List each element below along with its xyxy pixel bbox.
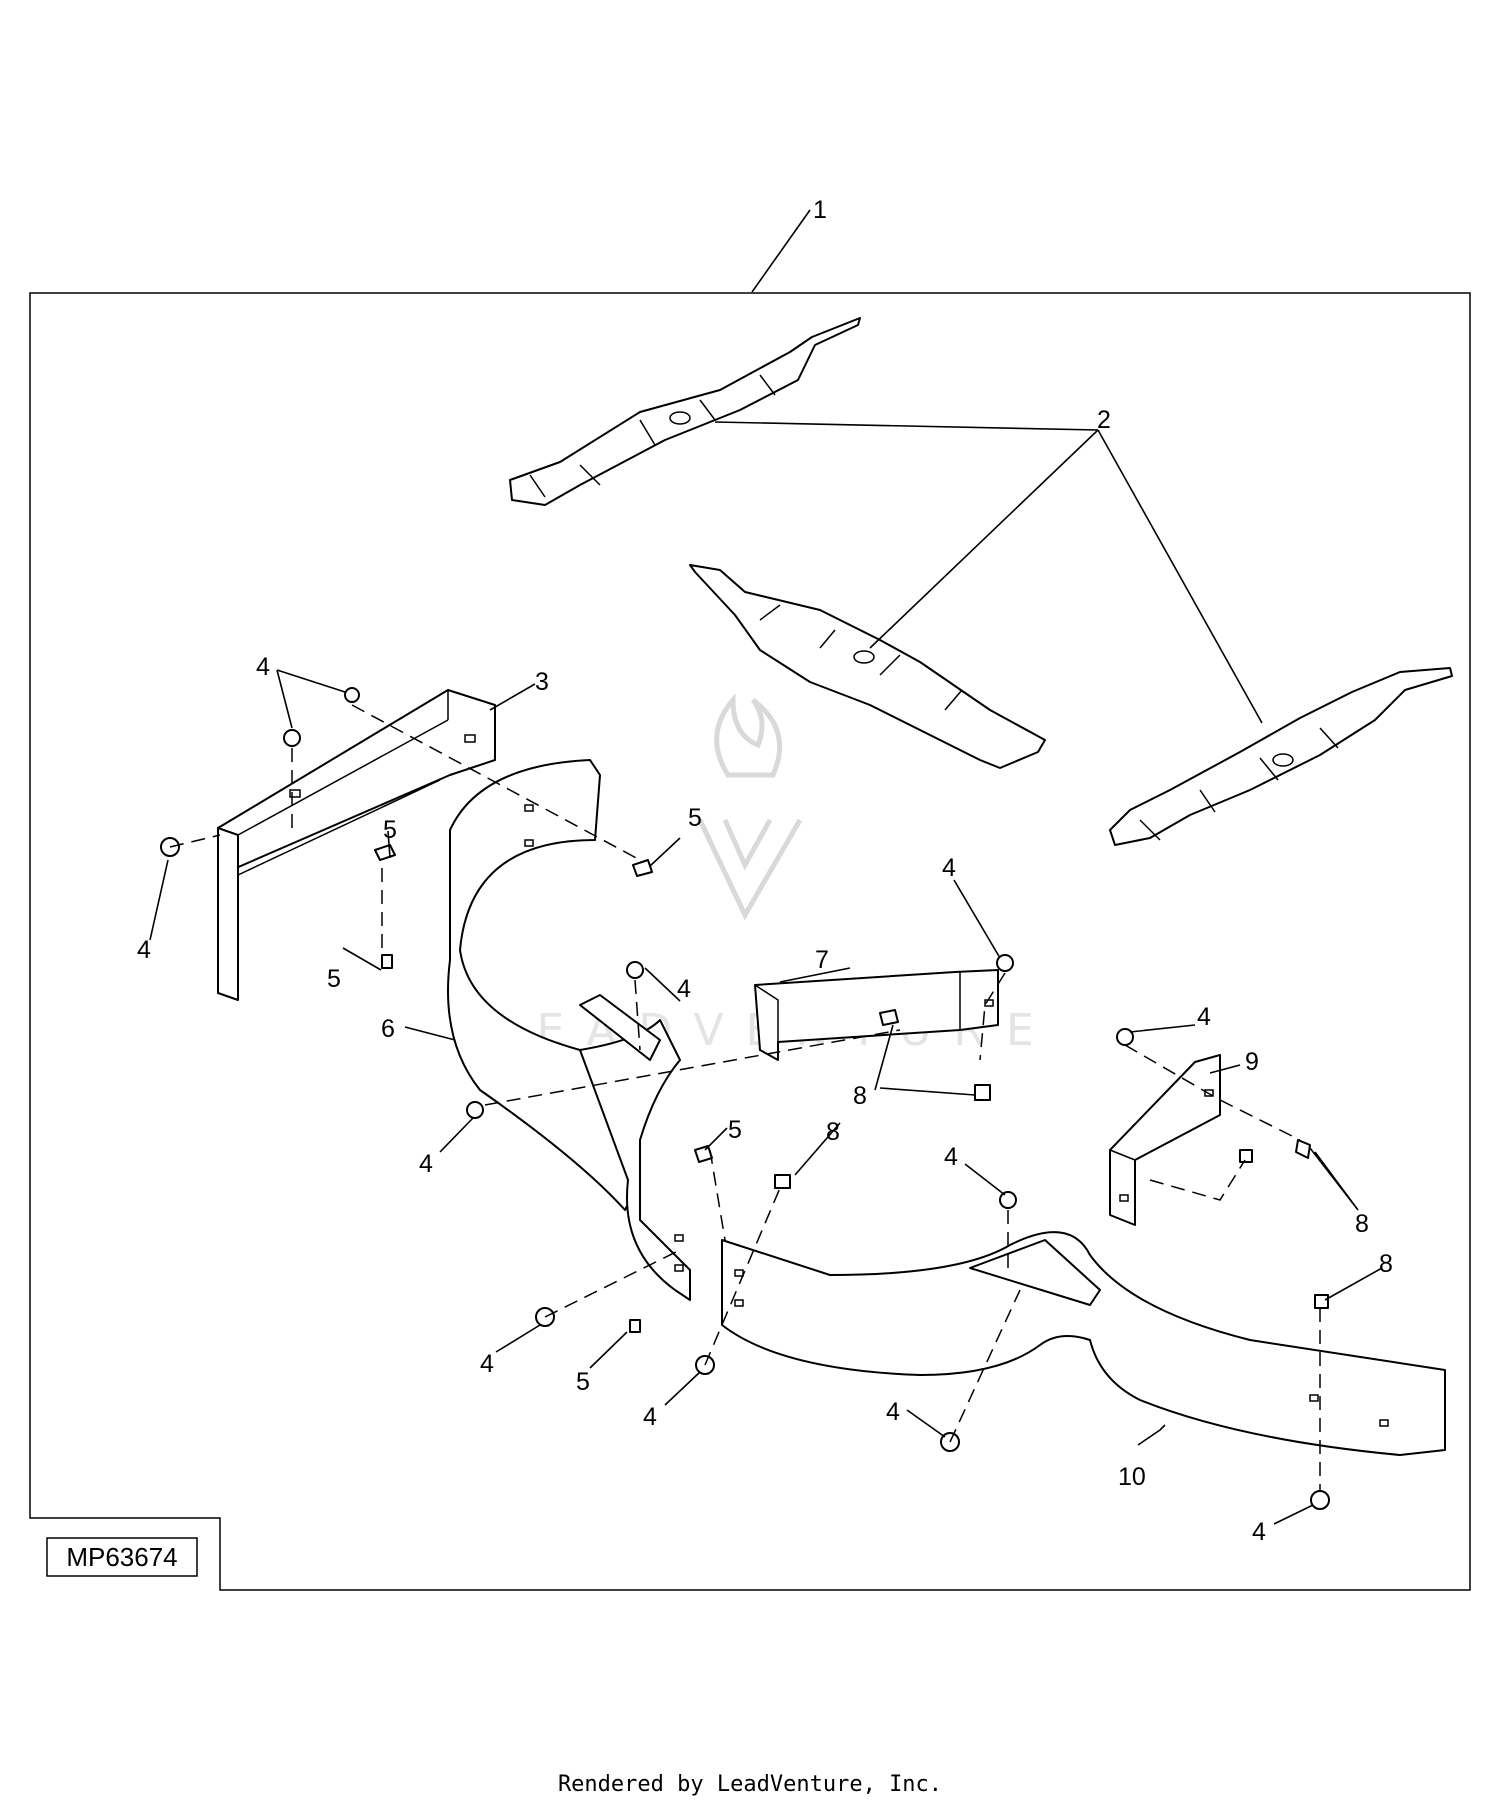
blade-middle [689,564,1046,769]
callout-5: 5 [327,965,341,993]
leader-lines [149,209,1383,1525]
callout-8: 8 [826,1118,840,1146]
callout-1: 1 [813,196,827,224]
baffle-bracket-3 [217,689,496,1001]
callout-2: 2 [1097,406,1111,434]
callout-labels: 1 2 3 4 4 5 5 5 4 4 7 6 8 4 9 4 5 8 4 8 … [137,196,1393,1546]
callout-4: 4 [137,936,151,964]
callout-5: 5 [576,1368,590,1396]
callout-4: 4 [256,653,270,681]
callout-4: 4 [944,1143,958,1171]
callout-10: 10 [1118,1463,1146,1491]
reference-box: MP63674 [46,1537,198,1577]
reference-number: MP63674 [66,1542,177,1572]
callout-4: 4 [480,1350,494,1378]
bolts [374,844,1329,1333]
callout-5: 5 [728,1116,742,1144]
callout-9: 9 [1245,1048,1259,1076]
bracket-9 [1109,1054,1221,1226]
assembly-lines [169,704,1321,1490]
callout-3: 3 [535,668,549,696]
diagram-frame [29,292,1471,1591]
callout-5: 5 [688,804,702,832]
callout-4: 4 [1197,1003,1211,1031]
callout-6: 6 [381,1015,395,1043]
callout-5: 5 [383,816,397,844]
callout-8: 8 [1379,1250,1393,1278]
callout-8: 8 [853,1082,867,1110]
blade-right [1109,667,1453,846]
callout-7: 7 [815,946,829,974]
callout-4: 4 [942,854,956,882]
blade-top [509,317,861,506]
callout-4: 4 [419,1150,433,1178]
callout-8: 8 [1355,1210,1369,1238]
callout-4: 4 [677,975,691,1003]
callout-4: 4 [643,1403,657,1431]
baffle-6 [447,759,691,1301]
baffle-10 [721,1231,1446,1456]
footer-credit: Rendered by LeadVenture, Inc. [557,1772,943,1797]
callout-4: 4 [1252,1518,1266,1546]
callout-4: 4 [886,1398,900,1426]
